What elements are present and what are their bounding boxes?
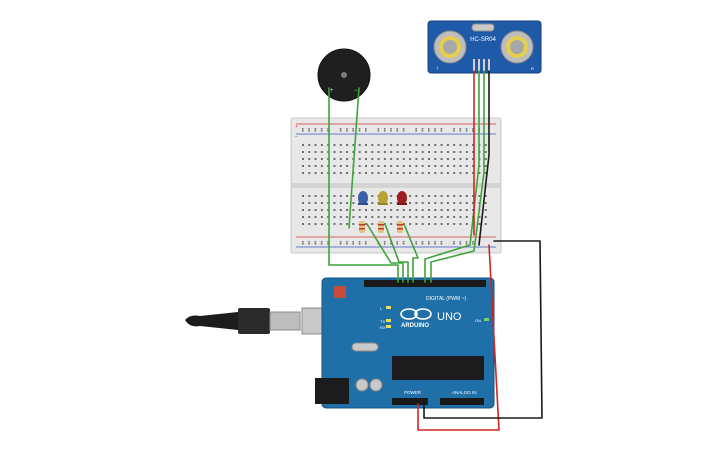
wire-power-5v[interactable] bbox=[417, 244, 500, 431]
wire-buzzer-gnd[interactable] bbox=[348, 87, 360, 229]
sensor-pins bbox=[473, 59, 490, 71]
led-yellow[interactable] bbox=[378, 191, 388, 205]
wire-sensor-echo[interactable] bbox=[430, 70, 485, 283]
on-label: ON bbox=[475, 318, 481, 323]
wire-sensor-trig[interactable] bbox=[424, 70, 480, 283]
arduino-uno-board[interactable]: ARDUINO UNO DIGITAL (PWM ~) POWER ANALOG… bbox=[315, 277, 495, 409]
led-red[interactable] bbox=[397, 191, 407, 205]
power-label: POWER bbox=[404, 390, 422, 395]
resistor-1[interactable] bbox=[359, 221, 365, 233]
ultrasonic-sensor[interactable]: HC-SR04 T R bbox=[427, 20, 542, 74]
wire-led-yellow[interactable] bbox=[384, 223, 409, 283]
arduino-brand: ARDUINO bbox=[401, 323, 429, 329]
sensor-transmitter bbox=[433, 30, 467, 64]
piezo-buzzer[interactable]: + − bbox=[317, 48, 371, 102]
analog-label: ANALOG IN bbox=[452, 390, 477, 395]
rail-minus-mark: − bbox=[295, 134, 298, 140]
wire-buzzer-signal[interactable] bbox=[328, 87, 399, 283]
sensor-label: HC-SR04 bbox=[470, 37, 496, 43]
wire-power-gnd[interactable] bbox=[423, 240, 543, 419]
buzzer-minus-mark: − bbox=[354, 88, 358, 94]
wire-led-red[interactable] bbox=[403, 223, 419, 283]
breadboard[interactable]: + − bbox=[290, 117, 502, 254]
breadboard-holes bbox=[302, 128, 487, 245]
wire-sensor-gnd[interactable] bbox=[478, 70, 490, 246]
l-label: L bbox=[380, 306, 383, 311]
rx-label: RX bbox=[380, 325, 386, 330]
sensor-mark-t: T bbox=[436, 66, 439, 71]
tx-label: TX bbox=[380, 319, 385, 324]
wire-led-blue[interactable] bbox=[366, 223, 404, 283]
sensor-receiver bbox=[500, 30, 534, 64]
resistor-3[interactable] bbox=[397, 221, 403, 233]
sensor-mark-r: R bbox=[531, 66, 534, 71]
led-blue[interactable] bbox=[358, 191, 368, 205]
resistor-2[interactable] bbox=[378, 221, 384, 233]
wires[interactable] bbox=[328, 70, 543, 431]
rail-plus-mark: + bbox=[295, 124, 298, 130]
buzzer-plus-mark: + bbox=[330, 88, 334, 94]
arduino-model: UNO bbox=[437, 311, 462, 323]
digital-label: DIGITAL (PWM ~) bbox=[426, 296, 466, 302]
